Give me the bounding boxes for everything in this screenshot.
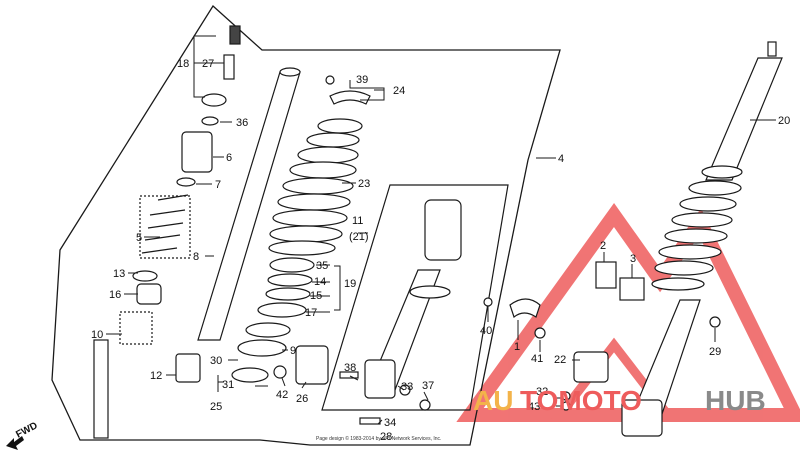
fwd-arrow-icon (6, 436, 24, 450)
callout-14: 14 (314, 276, 326, 288)
callout-20: 20 (778, 115, 790, 127)
seal-stack (231, 75, 371, 385)
callout-42: 42 (276, 389, 288, 401)
watermark-text: AU TOMOTO HUB (473, 385, 766, 416)
callout-31: 31 (222, 379, 234, 391)
callout-33: 33 (401, 381, 413, 393)
callout-16: 16 (109, 289, 121, 301)
callout-30: 30 (210, 355, 222, 367)
callout-11: 11 (352, 215, 363, 227)
callout-9: 9 (290, 345, 296, 357)
callout-35: 35 (316, 260, 328, 272)
callout-24: 24 (393, 85, 405, 97)
callout-15: 15 (310, 290, 322, 302)
callout-1: 1 (514, 341, 520, 353)
callout-19: 19 (344, 278, 356, 290)
assembly-outline (51, 5, 561, 446)
callout-2: 2 (600, 240, 606, 252)
callout-5: 5 (136, 232, 142, 244)
callout-26: 26 (296, 393, 308, 405)
callout-23: 23 (358, 178, 370, 190)
fwd-indicator: FWD (6, 420, 40, 450)
fork-boot-23 (268, 118, 363, 256)
callout-13: 13 (113, 268, 125, 280)
callout-labels: 18 27 36 6 7 5 8 13 16 10 12 39 24 23 4 … (91, 58, 790, 443)
callout-10: 10 (91, 329, 103, 341)
sub-assembly-outline (321, 184, 509, 411)
callout-18: 18 (177, 58, 189, 70)
callout-32: 32 (536, 386, 548, 398)
callout-34: 34 (384, 417, 396, 429)
left-fork-parts (93, 25, 301, 439)
watermark-hub: HUB (705, 385, 766, 416)
callout-3: 3 (630, 253, 636, 265)
slider-11 (339, 199, 462, 425)
callout-39: 39 (356, 74, 368, 86)
callout-41: 41 (531, 353, 543, 365)
callout-28: 28 (380, 431, 392, 443)
callout-43: 43 (528, 401, 540, 413)
watermark-tomoto: TOMOTO (520, 385, 642, 416)
callout-36: 36 (236, 117, 248, 129)
callout-38: 38 (344, 362, 356, 374)
callout-4: 4 (558, 153, 564, 165)
fwd-label: FWD (14, 420, 39, 440)
callout-8: 8 (193, 251, 199, 263)
callout-22: 22 (554, 354, 566, 366)
callout-17: 17 (305, 307, 317, 319)
copyright-text: Page design © 1983-2014 by ARI Network S… (316, 435, 441, 442)
callout-25: 25 (210, 401, 222, 413)
callout-7: 7 (215, 179, 221, 191)
callout-29: 29 (709, 346, 721, 358)
callout-27: 27 (202, 58, 214, 70)
assembled-fork-20 (483, 41, 783, 437)
watermark-au: AU (473, 385, 513, 416)
callout-37: 37 (422, 380, 434, 392)
callout-12: 12 (150, 370, 162, 382)
callout-21: (21) (349, 231, 369, 243)
callout-40: 40 (480, 325, 492, 337)
leader-lines (106, 35, 776, 425)
callout-6: 6 (226, 152, 232, 164)
